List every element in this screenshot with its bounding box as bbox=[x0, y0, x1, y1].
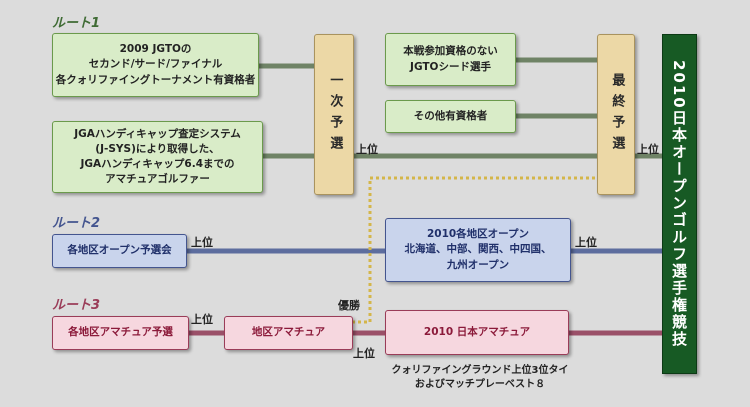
jgto-qualifiers-line-1: 2009 JGTOの bbox=[119, 43, 192, 56]
route-2-title: ルート2 bbox=[52, 216, 101, 231]
regional-amateur-qualifier-box: 各地区アマチュア予選 bbox=[52, 316, 189, 350]
jgto-qualifiers-box: 2009 JGTOの セカンド/サード/ファイナル 各クォリファイングトーナメン… bbox=[52, 33, 259, 97]
first-qualifier-box: 一次予選 bbox=[314, 34, 354, 195]
japan-amateur-note-line-2: およびマッチプレーベスト８ bbox=[414, 378, 546, 390]
top-label-regional-opens: 上位 bbox=[575, 236, 597, 249]
regional-amateur-box: 地区アマチュア bbox=[224, 316, 353, 350]
other-qualified-box: その他有資格者 bbox=[385, 100, 516, 133]
regional-opens-line-2: 北海道、中部、関西、中四国、 bbox=[404, 243, 552, 256]
top-label-open-qualifier: 上位 bbox=[191, 236, 213, 249]
non-seed-line-2: JGTOシード選手 bbox=[410, 60, 491, 73]
jgto-qualifiers-line-3: 各クォリファイングトーナメント有資格者 bbox=[55, 73, 256, 86]
jga-handicap-line-4: アマチュアゴルファー bbox=[105, 173, 210, 186]
top-label-first-qualifier: 上位 bbox=[356, 143, 378, 156]
jgto-qualifiers-line-2: セカンド/サード/ファイナル bbox=[88, 58, 223, 71]
championship-box: 2010日本オープンゴルフ選手権競技 bbox=[662, 34, 697, 374]
route-1-title: ルート1 bbox=[52, 16, 101, 31]
jga-handicap-box: JGAハンディキャップ査定システム (J-SYS)により取得した、 JGAハンデ… bbox=[52, 121, 263, 193]
regional-open-qualifier-box: 各地区オープン予選会 bbox=[52, 234, 187, 268]
non-seed-line-1: 本戦参加資格のない bbox=[403, 45, 498, 58]
top-label-final-qualifier: 上位 bbox=[637, 143, 659, 156]
regional-opens-box: 2010各地区オープン 北海道、中部、関西、中四国、 九州オープン bbox=[385, 218, 571, 282]
top-label-regional-amateur: 上位 bbox=[353, 347, 375, 360]
non-seed-box: 本戦参加資格のない JGTOシード選手 bbox=[385, 33, 516, 86]
regional-opens-line-1: 2010各地区オープン bbox=[426, 228, 530, 241]
jga-handicap-line-2: (J-SYS)により取得した、 bbox=[95, 142, 220, 155]
jga-handicap-line-3: JGAハンディキャップ6.4までの bbox=[80, 158, 235, 170]
final-qualifier-box: 最終予選 bbox=[597, 34, 635, 195]
route-3-title: ルート3 bbox=[52, 298, 101, 313]
top-label-amateur-qualifier: 上位 bbox=[191, 313, 213, 326]
jga-handicap-line-1: JGAハンディキャップ査定システム bbox=[74, 127, 241, 140]
japan-amateur-note-line-1: クォリファイングラウンド上位3位タイ bbox=[391, 365, 569, 376]
regional-opens-line-3: 九州オープン bbox=[446, 258, 510, 271]
japan-amateur-box: 2010 日本アマチュア bbox=[385, 310, 569, 355]
japan-amateur-note: クォリファイングラウンド上位3位タイ およびマッチプレーベスト８ bbox=[380, 364, 580, 391]
winner-label: 優勝 bbox=[338, 299, 360, 312]
